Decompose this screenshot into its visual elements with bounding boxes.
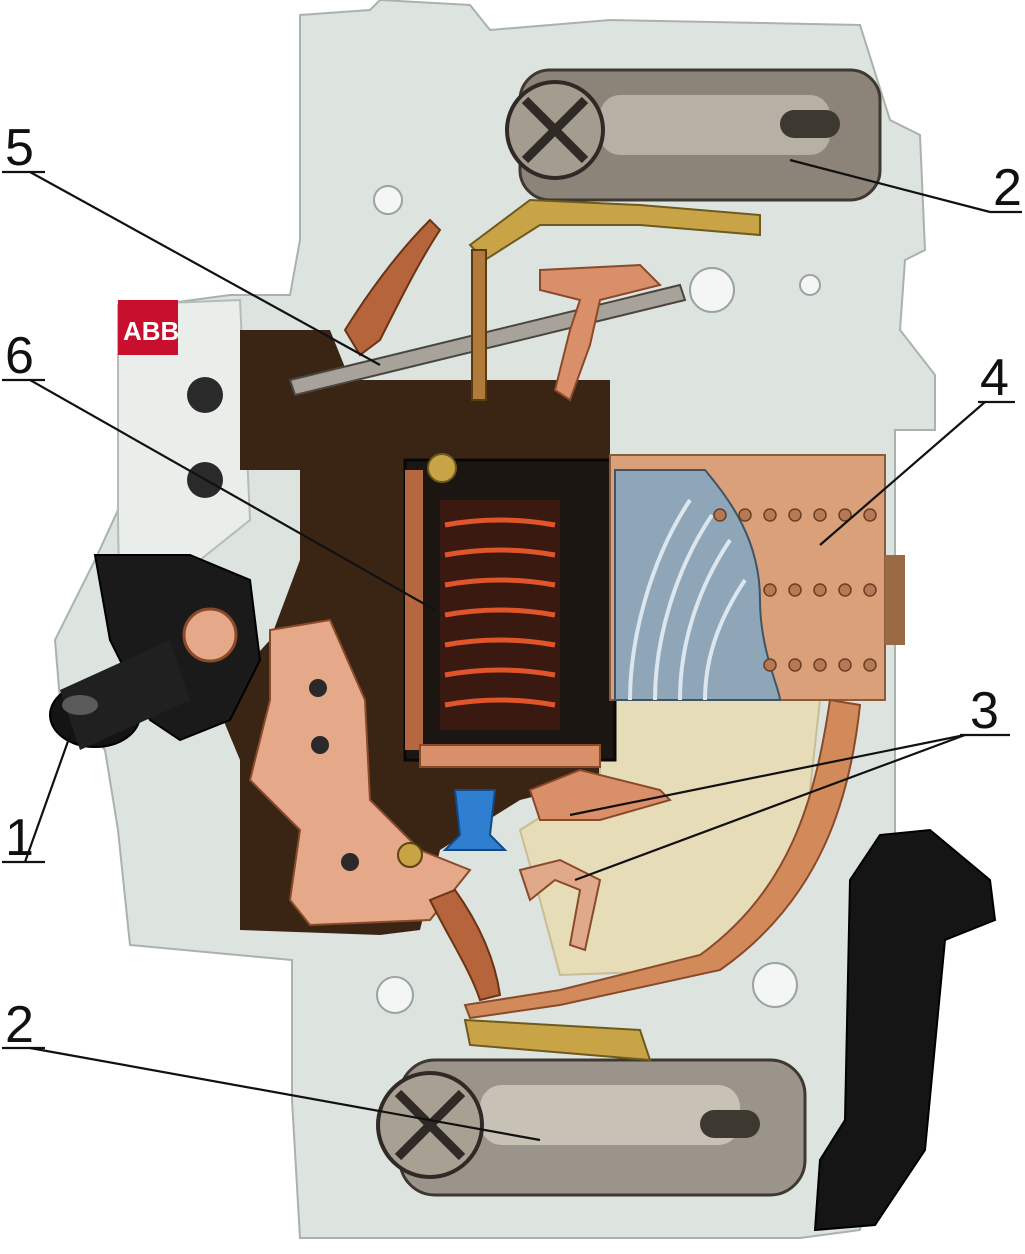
callout-4-leader [819, 401, 986, 546]
abb-logo-text: ABB [123, 316, 179, 346]
housing-hole-upper-left [373, 185, 403, 215]
housing-hole-right [689, 267, 735, 313]
callout-1-number: 1 [5, 809, 34, 867]
callout-2-bottom-number: 2 [5, 996, 34, 1054]
callout-6-number: 6 [5, 327, 34, 385]
callout-3-leader-a [569, 733, 966, 817]
coil-top-rivet [427, 453, 457, 483]
arc-chute-edge-tab [885, 555, 905, 645]
operating-handle [49, 554, 262, 750]
coil-bottom-bracket [419, 744, 601, 768]
callout-1-leader [23, 729, 74, 863]
bimetal-copper-braid-upper [343, 218, 442, 357]
callout-2-bottom-leader [29, 1046, 541, 1142]
arc-chute-plates-cutaway [614, 469, 782, 701]
bimetal-strip [288, 218, 687, 402]
coil-windings [444, 517, 556, 708]
callout-5-leader [29, 171, 381, 366]
housing-hole-lower-left [376, 976, 414, 1014]
fixed-contact [518, 858, 602, 952]
moving-contact-bracket [528, 768, 672, 821]
callout-2-top-number: 2 [993, 159, 1022, 217]
arc-chute [609, 454, 905, 701]
handle-knob-highlight [62, 695, 98, 715]
upper-copper-bracket [539, 263, 662, 402]
calibration-screw [471, 249, 487, 401]
mechanism-pivot-4 [341, 853, 359, 871]
mechanism-pivot-3 [311, 736, 329, 754]
callout-3-number: 3 [970, 682, 999, 740]
arc-chute-rivets [713, 508, 877, 672]
abb-logo-plate [118, 300, 178, 355]
front-mounting-hole-upper [187, 377, 223, 413]
trip-mechanism [212, 617, 502, 1002]
top-terminal-highlight [600, 95, 830, 155]
mechanism-pivot-5 [397, 842, 423, 868]
callout-4-number: 4 [980, 349, 1009, 407]
callout-6-leader [29, 379, 436, 611]
arc-chute-plate-lines [628, 498, 747, 701]
magnetic-trip-coil [403, 453, 617, 851]
bottom-terminal-highlight [480, 1085, 740, 1145]
bottom-brass-strip [463, 1018, 652, 1062]
din-rail-clip [813, 828, 997, 1232]
callout-3-leader-b [574, 733, 966, 882]
contacts [518, 768, 672, 952]
bottom-terminal-screw-slot [394, 1089, 466, 1161]
blue-plunger [442, 789, 508, 851]
top-brass-strip [468, 198, 761, 262]
housing-hole-lower-right [752, 962, 798, 1008]
leader-lines [2, 158, 1022, 1142]
top-terminal [468, 68, 882, 262]
coil-copper-side-left [405, 470, 423, 750]
mechanism-pivot-2 [309, 679, 327, 697]
callout-5-number: 5 [5, 119, 34, 177]
top-terminal-slot [780, 110, 840, 138]
calibration-screw-shaft [471, 249, 487, 401]
arc-runner-strip [463, 698, 862, 1020]
lower-copper-braid [428, 888, 502, 1002]
housing-hole-small-right [799, 274, 821, 296]
top-terminal-screw-slot [521, 96, 589, 164]
handle-pivot [182, 607, 238, 663]
bottom-terminal-slot [700, 1110, 760, 1138]
callout-2-top-leader [789, 158, 991, 214]
callout-labels: 1 2 2 3 4 5 6 [5, 119, 1022, 1054]
handle-knob-body [60, 640, 190, 750]
bottom-terminal [376, 1018, 807, 1197]
